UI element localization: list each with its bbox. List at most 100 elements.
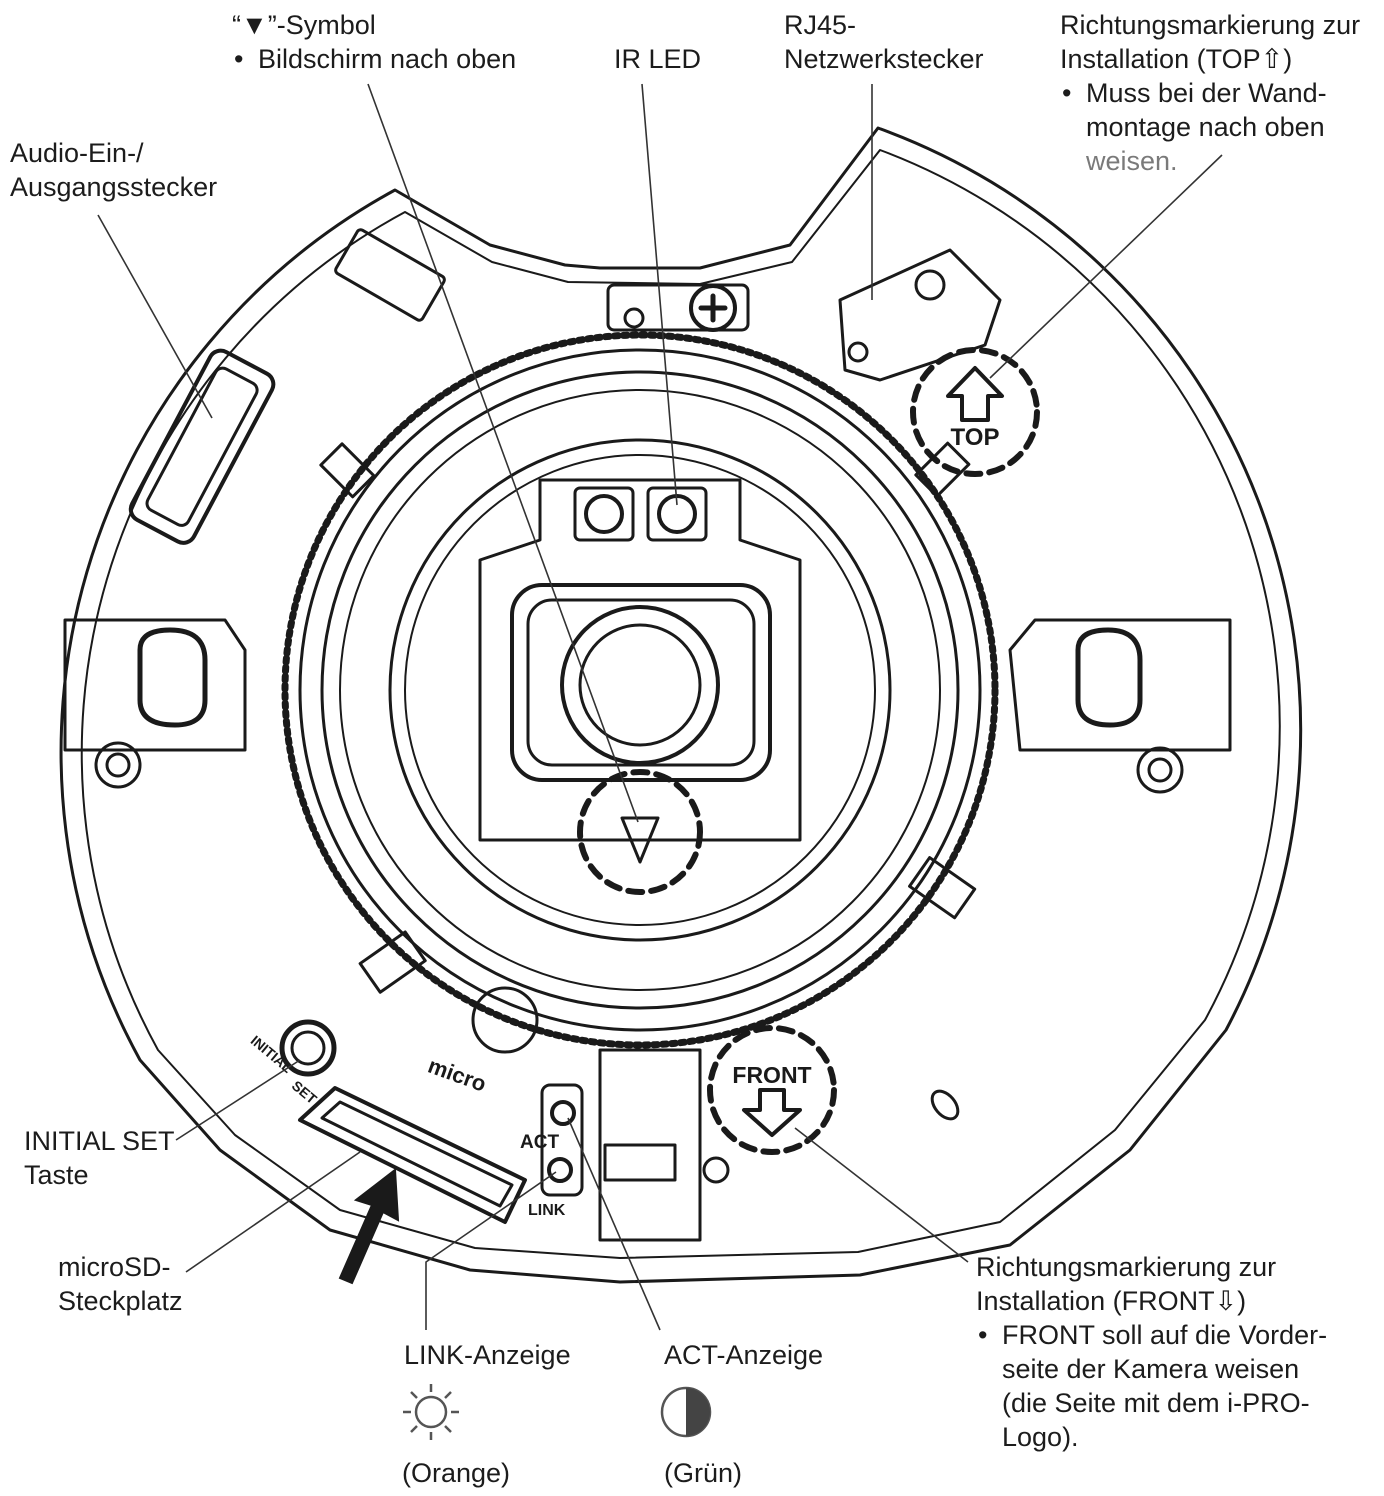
outer-gear-ring xyxy=(281,331,999,1049)
symbol-title: “▼”-Symbol xyxy=(232,10,376,40)
front-down-arrow-icon xyxy=(742,1088,802,1137)
leader-ir-led xyxy=(641,83,678,506)
rj45-hole-2 xyxy=(914,269,946,301)
set-marking: SET xyxy=(289,1077,320,1107)
audio-tab xyxy=(334,228,446,322)
micro-marking: micro xyxy=(425,1053,490,1097)
front-label: Richtungsmarkierung zur Installation (FR… xyxy=(976,1250,1327,1454)
clip-top-left xyxy=(319,442,376,499)
rj45-label: RJ45- Netzwerkstecker xyxy=(784,8,984,76)
ir-led-label: IR LED xyxy=(614,44,702,74)
rj45-line-2: Netzwerkstecker xyxy=(784,44,984,74)
right-screw-inner xyxy=(1147,757,1173,783)
ring-e xyxy=(404,454,876,926)
rj45-line-1: RJ45- xyxy=(784,10,857,40)
top-label: Richtungsmarkierung zur Installation (TO… xyxy=(1060,8,1360,178)
microsd-line-1: microSD- xyxy=(58,1252,171,1282)
housing-inner xyxy=(80,149,1281,1259)
lens-window xyxy=(510,583,772,782)
top-marker-circle xyxy=(910,347,1040,477)
front-marker-circle xyxy=(707,1025,837,1155)
symbol-note: Bildschirm nach oben xyxy=(232,42,516,76)
housing-outline xyxy=(59,126,1303,1284)
right-mount-hole xyxy=(1075,627,1143,728)
microsd-slot-inner xyxy=(320,1100,514,1208)
bottom-thumbscrew xyxy=(471,986,539,1054)
bottom-screw xyxy=(702,1156,730,1184)
rj45-bracket xyxy=(838,248,1002,382)
lens-icon xyxy=(560,605,720,765)
link-led xyxy=(547,1157,573,1183)
top-up-arrow-icon xyxy=(946,366,1004,422)
front-note-3: (die Seite mit dem i-PRO- xyxy=(1002,1388,1310,1418)
leader-top xyxy=(989,154,1223,379)
ir-led-housing-right xyxy=(646,486,708,542)
ir-led-housing xyxy=(573,486,635,542)
lens-inner xyxy=(578,623,702,747)
front-note-2: seite der Kamera weisen xyxy=(1002,1354,1300,1384)
top-note-1: Muss bei der Wand- xyxy=(1060,76,1360,110)
front-note-4: Logo). xyxy=(1002,1422,1079,1452)
small-screw xyxy=(623,307,645,329)
ring-b xyxy=(320,370,960,1010)
leader-audio xyxy=(97,214,213,419)
left-mount-frame xyxy=(63,618,247,752)
act-color-label: (Grün) xyxy=(664,1458,743,1488)
insert-arrow-icon xyxy=(338,1168,400,1285)
top-bracket xyxy=(606,283,750,332)
microsd-slot xyxy=(298,1086,527,1224)
audio-line-1: Audio-Ein-/ xyxy=(10,138,144,168)
symbol-label: “▼”-Symbol Bildschirm nach oben xyxy=(232,8,516,76)
top-title-1: Richtungsmarkierung zur xyxy=(1060,10,1361,40)
front-title-1: Richtungsmarkierung zur xyxy=(976,1252,1277,1282)
leader-link xyxy=(425,1171,557,1330)
top-note-2: montage nach oben xyxy=(1086,112,1325,142)
left-screw-inner xyxy=(105,752,131,778)
leader-microsd xyxy=(185,1151,361,1273)
clip-top-right xyxy=(914,441,971,498)
led-frame xyxy=(540,1083,584,1197)
ir-led-left xyxy=(584,494,624,534)
right-screw xyxy=(1136,746,1184,794)
microsd-label: microSD- Steckplatz xyxy=(58,1250,183,1318)
audio-line-2: Ausgangsstecker xyxy=(10,172,218,202)
lens-window-inner xyxy=(526,598,756,767)
initial-set-label: INITIAL SET Taste xyxy=(24,1124,175,1192)
act-marking: ACT xyxy=(520,1132,559,1153)
left-mount-hole xyxy=(137,627,208,728)
symbol-marker-circle xyxy=(577,769,703,895)
sun-icon xyxy=(403,1384,459,1440)
leader-front xyxy=(794,1127,969,1263)
rj45-hole xyxy=(847,341,869,363)
ring-d xyxy=(388,438,892,942)
initial-marking: INITIAL xyxy=(248,1032,296,1076)
ring-c xyxy=(339,389,941,991)
lens-frame xyxy=(478,478,802,842)
half-circle-icon xyxy=(660,1386,712,1438)
leader-act xyxy=(567,1117,661,1331)
leader-symbol xyxy=(367,83,639,823)
audio-label: Audio-Ein-/ Ausgangsstecker xyxy=(10,136,217,204)
clip-left xyxy=(358,930,427,994)
audio-connector-inner xyxy=(145,366,259,527)
plus-mark xyxy=(698,293,728,323)
initial-line-2: Taste xyxy=(24,1160,89,1190)
top-title-2: Installation (TOP⇧) xyxy=(1060,44,1293,74)
front-marking: FRONT xyxy=(732,1062,811,1088)
audio-connector xyxy=(128,348,276,545)
bottom-latch xyxy=(598,1048,702,1242)
link-marking: LINK xyxy=(528,1202,566,1219)
left-screw xyxy=(94,741,142,789)
initial-set-button-inner xyxy=(290,1030,326,1066)
link-indicator-label: LINK-Anzeige xyxy=(404,1340,571,1370)
down-triangle-icon xyxy=(620,816,660,864)
top-screw-icon xyxy=(689,284,737,332)
front-hole xyxy=(930,1089,960,1121)
initial-set-button xyxy=(279,1019,337,1077)
initial-line-1: INITIAL SET xyxy=(24,1126,175,1156)
microsd-line-2: Steckplatz xyxy=(58,1286,183,1316)
front-title-2: Installation (FRONT⇩) xyxy=(976,1286,1247,1316)
link-color-label: (Orange) xyxy=(402,1458,511,1488)
top-marking: TOP xyxy=(951,424,1000,451)
ring-a xyxy=(298,348,982,1032)
